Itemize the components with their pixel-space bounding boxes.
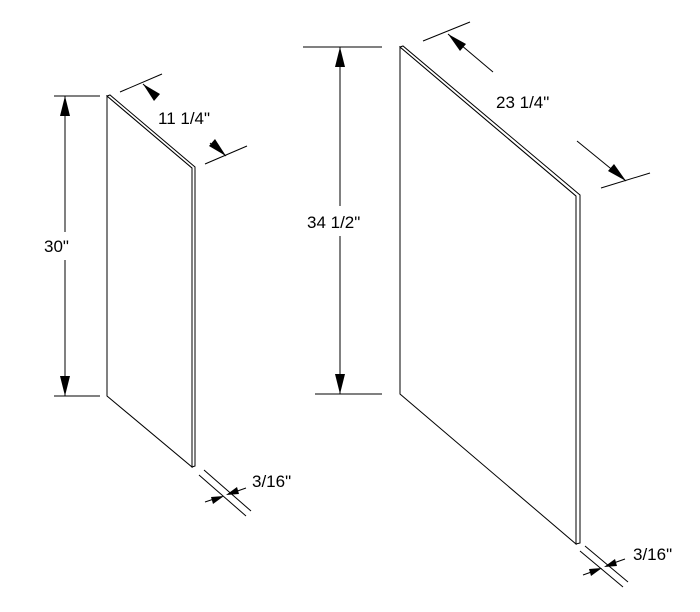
- extension-line: [422, 21, 471, 42]
- arrowhead-up: [335, 47, 345, 67]
- small-thickness-dimension: 3/16": [198, 469, 291, 517]
- small-height-label: 30": [44, 237, 69, 256]
- extension-line: [584, 545, 629, 583]
- small-panel-face: [106, 94, 193, 469]
- large-height-label: 34 1/2": [307, 213, 360, 232]
- large-panel: [398, 45, 581, 546]
- arrowhead: [448, 34, 466, 51]
- arrowhead-down: [60, 376, 70, 396]
- small-height-dimension: 30": [44, 95, 100, 397]
- large-depth-dimension: 23 1/4": [422, 21, 651, 189]
- arrowhead: [211, 496, 224, 504]
- small-thickness-label: 3/16": [252, 472, 291, 491]
- arrowhead: [589, 568, 602, 576]
- arrowhead: [226, 487, 239, 495]
- large-panel-edge: [398, 45, 581, 545]
- arrowhead-up: [60, 96, 70, 116]
- extension-line: [198, 474, 247, 517]
- small-depth-dimension: 11 1/4": [119, 73, 248, 165]
- large-depth-label: 23 1/4": [496, 93, 549, 112]
- arrowhead: [143, 84, 160, 101]
- arrowhead: [608, 164, 626, 181]
- arrowhead: [604, 559, 617, 567]
- large-thickness-label: 3/16": [633, 545, 672, 564]
- extension-line: [119, 73, 163, 93]
- large-thickness-dimension: 3/16": [579, 545, 672, 588]
- extension-line: [204, 145, 248, 165]
- arrowhead-down: [335, 374, 345, 394]
- small-depth-label: 11 1/4": [158, 109, 210, 128]
- small-panel: [105, 94, 196, 469]
- extension-line: [203, 469, 252, 512]
- large-height-dimension: 34 1/2": [303, 46, 382, 395]
- extension-line: [579, 550, 624, 588]
- arrowhead: [209, 139, 226, 156]
- small-panel-edge: [105, 94, 196, 468]
